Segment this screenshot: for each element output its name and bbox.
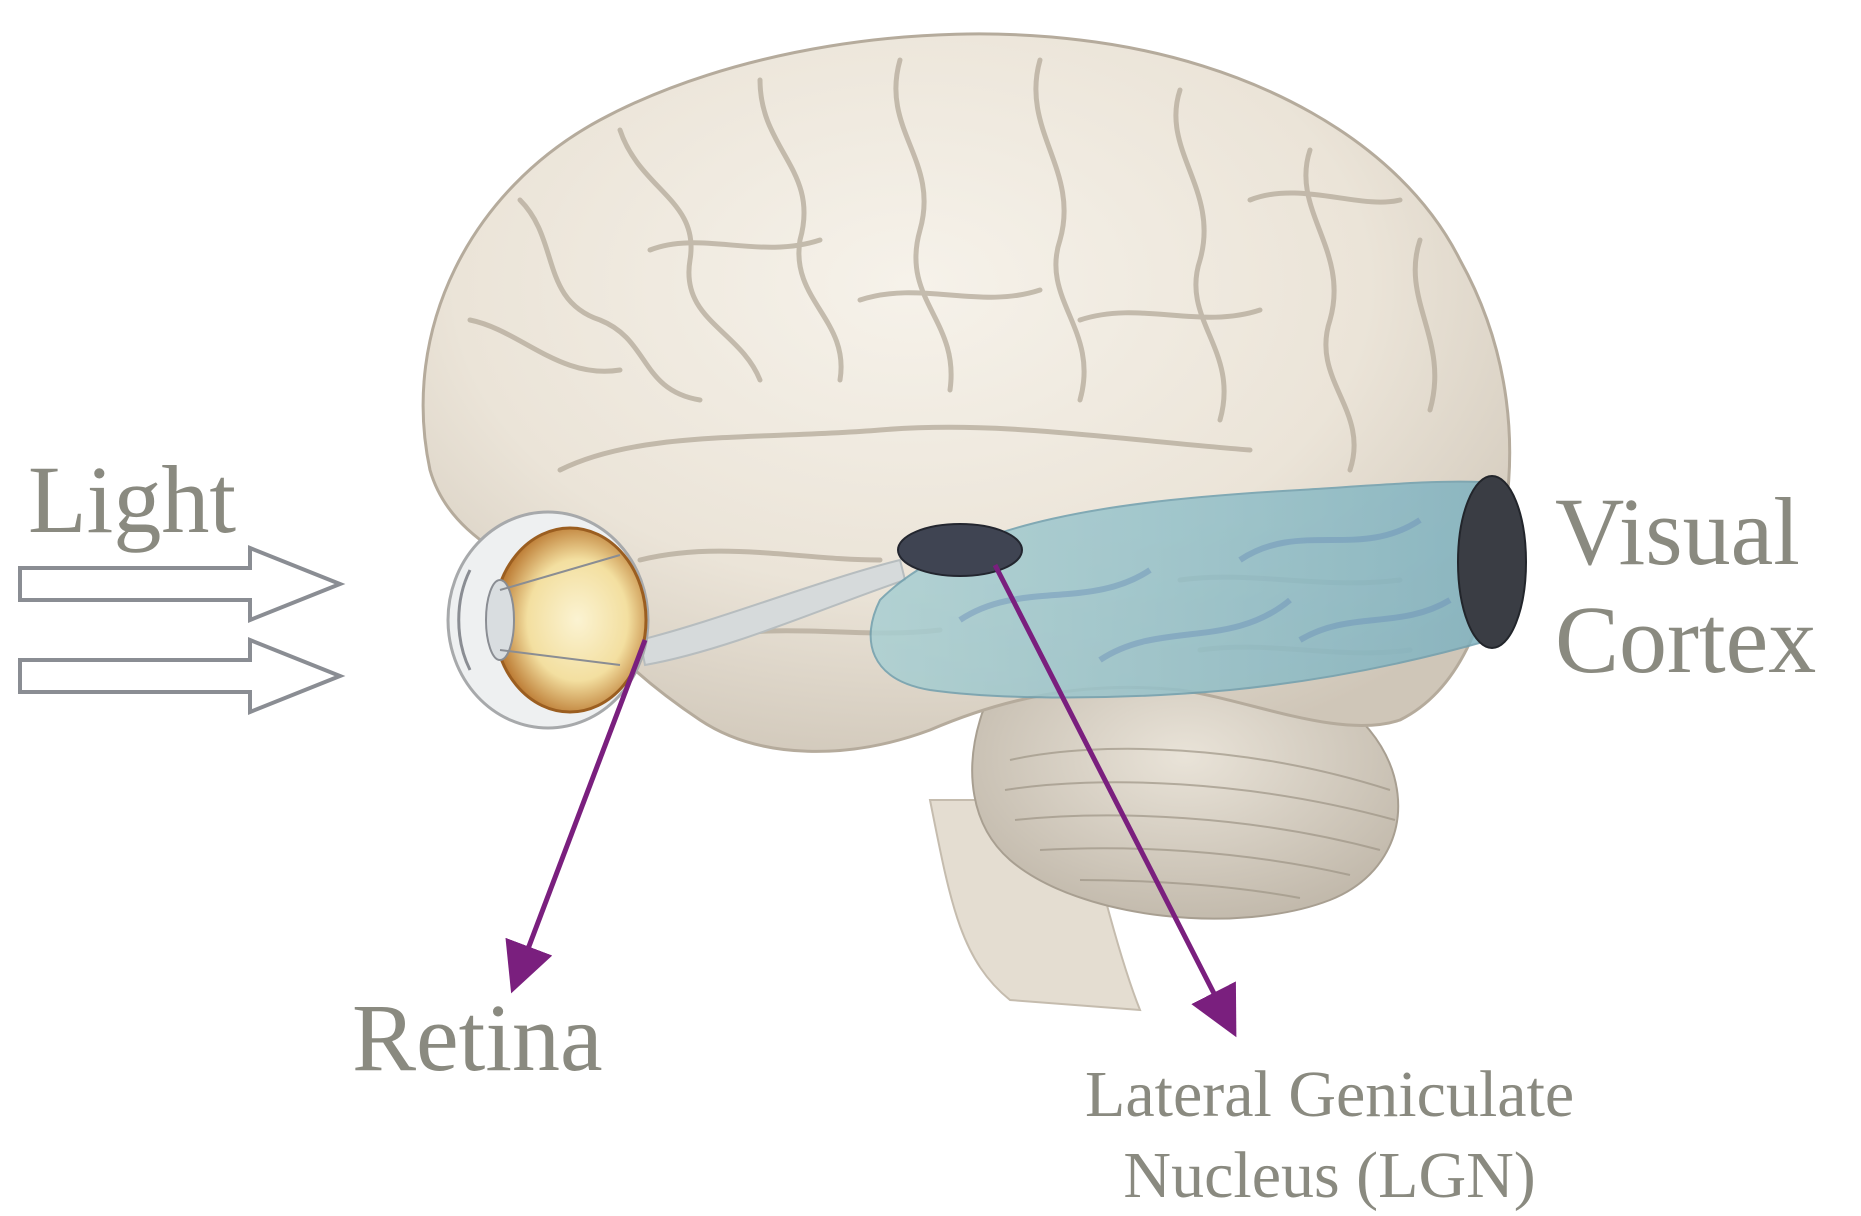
visual-cortex-label-line-2: Cortex	[1555, 586, 1816, 694]
retina-label: Retina	[352, 990, 603, 1086]
lgn-region	[898, 524, 1022, 576]
eye	[448, 512, 648, 728]
visual-cortex-label: Visual Cortex	[1555, 478, 1816, 693]
light-arrow-icon	[20, 548, 340, 712]
lgn-label: Lateral Geniculate Nucleus (LGN)	[1085, 1055, 1574, 1216]
visual-cortex-region	[1458, 476, 1526, 648]
lgn-label-line-1: Lateral Geniculate	[1085, 1055, 1574, 1136]
lgn-label-line-2: Nucleus (LGN)	[1085, 1136, 1574, 1216]
light-label: Light	[28, 452, 236, 548]
visual-cortex-label-line-1: Visual	[1555, 478, 1816, 586]
